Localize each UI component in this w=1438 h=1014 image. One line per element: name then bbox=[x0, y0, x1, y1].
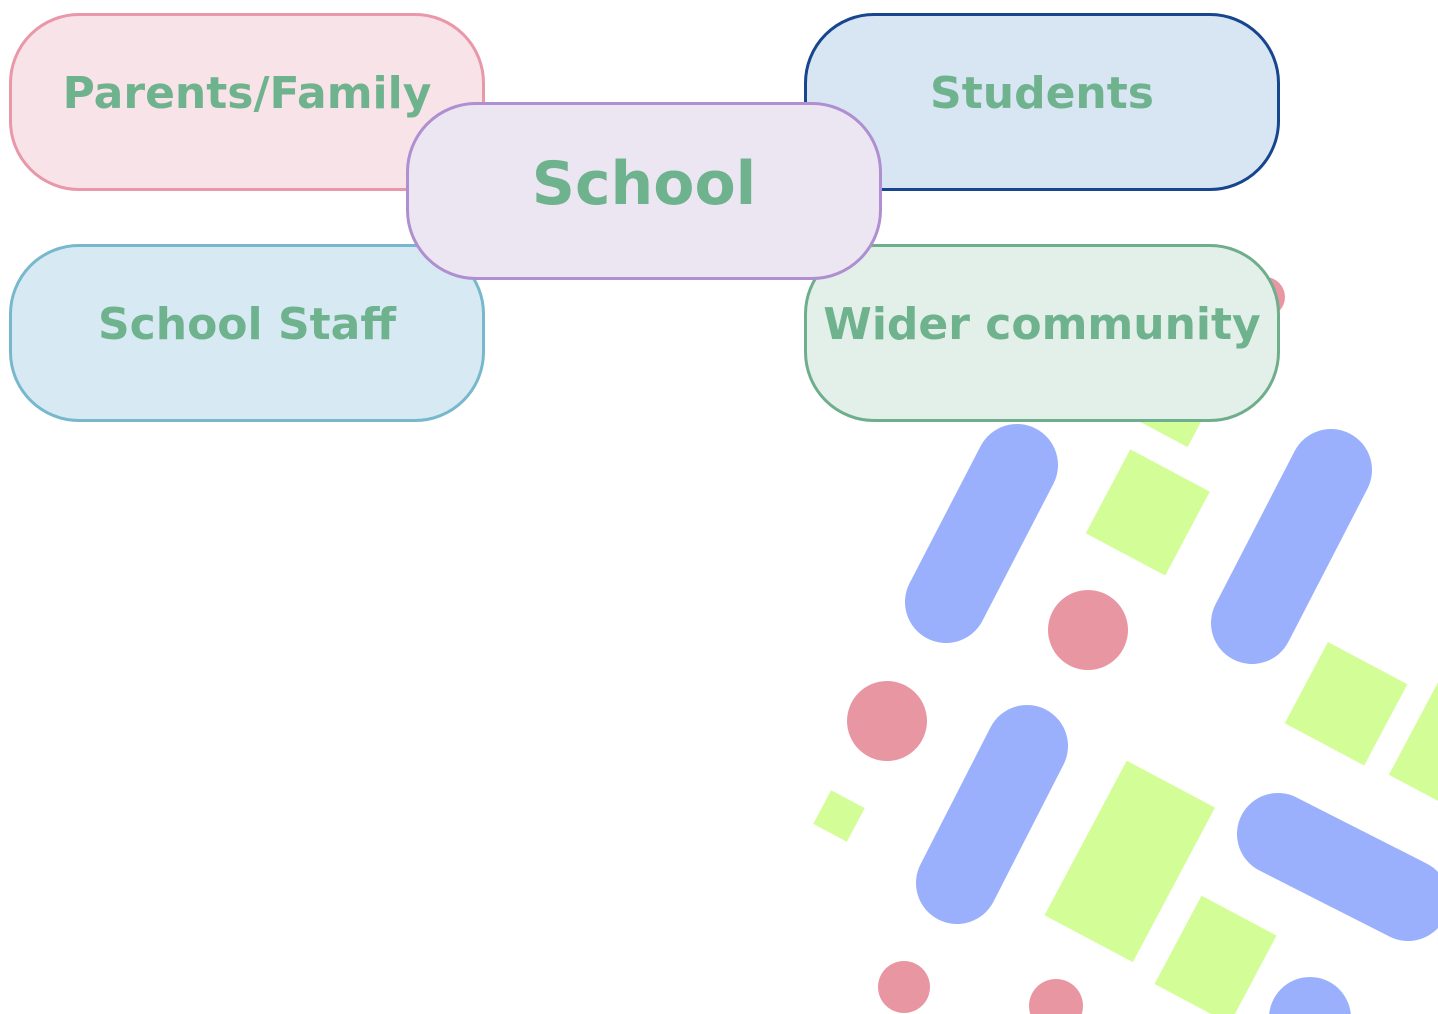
node-wider-community: Wider community bbox=[804, 244, 1280, 422]
blue-shapes bbox=[905, 424, 1438, 1014]
blue-capsule bbox=[905, 424, 1058, 643]
blue-capsule bbox=[1237, 793, 1438, 941]
lime-rect bbox=[1284, 642, 1408, 766]
node-label: School Staff bbox=[97, 299, 396, 350]
lime-rect bbox=[1154, 895, 1277, 1014]
node-label: Students bbox=[930, 68, 1154, 119]
node-students: Students bbox=[804, 13, 1280, 191]
pink-circle bbox=[1029, 979, 1083, 1014]
node-label: Parents/Family bbox=[62, 68, 432, 119]
center-label: School bbox=[531, 149, 757, 219]
blue-capsule bbox=[916, 705, 1068, 924]
pink-circle bbox=[1048, 590, 1128, 670]
pink-shapes bbox=[847, 277, 1285, 1014]
lime-rect bbox=[1085, 449, 1210, 576]
lime-rect bbox=[1388, 677, 1438, 813]
lime-shapes bbox=[813, 345, 1438, 1014]
node-school-center: School bbox=[406, 102, 882, 280]
node-label: Wider community bbox=[823, 299, 1261, 350]
node-parents-family: Parents/Family bbox=[9, 13, 485, 191]
node-school-staff: School Staff bbox=[9, 244, 485, 422]
pink-circle bbox=[878, 961, 930, 1013]
blue-capsule bbox=[1211, 429, 1372, 664]
lime-rect bbox=[1044, 760, 1215, 963]
lime-rect bbox=[813, 790, 865, 842]
blue-circle bbox=[1269, 977, 1351, 1014]
pink-circle bbox=[847, 681, 927, 761]
